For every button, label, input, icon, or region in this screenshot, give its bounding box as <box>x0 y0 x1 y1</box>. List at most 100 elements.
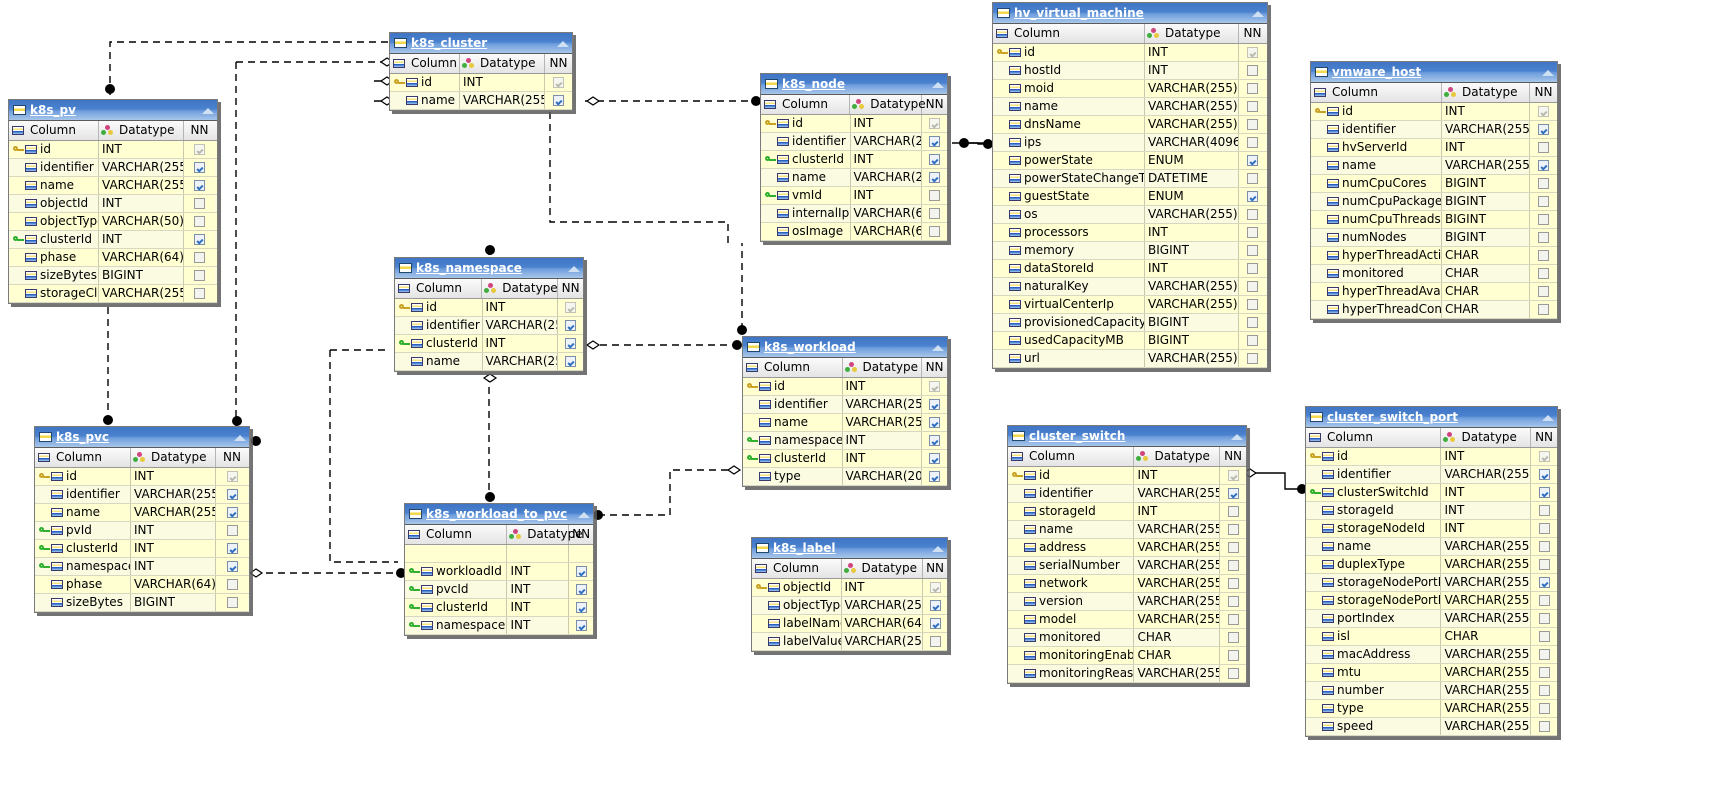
datatype-cell[interactable]: VARCHAR(255) <box>1145 98 1239 115</box>
nn-checkbox[interactable] <box>194 180 205 191</box>
nn-checkbox[interactable] <box>929 399 941 410</box>
column-name-cell[interactable]: portIndex <box>1306 610 1442 627</box>
nn-cell[interactable] <box>1531 484 1557 501</box>
nn-checkbox[interactable] <box>929 453 941 464</box>
datatype-cell[interactable]: CHAR <box>1442 283 1530 300</box>
column-name-cell[interactable]: hyperThreadActive <box>1311 247 1442 264</box>
nn-cell[interactable] <box>1530 175 1557 192</box>
nn-checkbox[interactable] <box>1247 65 1258 76</box>
nn-checkbox[interactable] <box>194 234 205 245</box>
nn-cell[interactable] <box>1530 139 1557 156</box>
nn-checkbox[interactable] <box>1227 470 1239 481</box>
nn-checkbox[interactable] <box>929 618 941 629</box>
nn-checkbox[interactable] <box>553 95 564 106</box>
nn-checkbox[interactable] <box>1227 560 1239 571</box>
datatype-cell[interactable]: ENUM <box>1145 152 1239 169</box>
column-name-cell[interactable]: pvcId <box>405 581 508 598</box>
nn-cell[interactable] <box>1239 188 1266 205</box>
table-row[interactable]: provisionedCapacityMBBIGINT <box>993 314 1267 332</box>
nn-cell[interactable] <box>922 133 947 150</box>
nn-checkbox[interactable] <box>929 154 941 165</box>
column-name-cell[interactable]: identifier <box>9 159 99 176</box>
nn-cell[interactable] <box>216 522 248 539</box>
nn-checkbox[interactable] <box>1227 542 1239 553</box>
nn-checkbox[interactable] <box>1247 137 1258 148</box>
datatype-cell[interactable]: INT <box>843 432 923 449</box>
table-title-vmware_host[interactable]: vmware_host <box>1311 62 1557 83</box>
datatype-cell[interactable]: INT <box>460 74 545 91</box>
nn-checkbox[interactable] <box>226 597 238 608</box>
nn-cell[interactable] <box>184 177 215 194</box>
nn-cell[interactable] <box>922 169 947 186</box>
nn-cell[interactable] <box>216 468 248 485</box>
datatype-cell[interactable]: VARCHAR(255) <box>99 285 184 302</box>
nn-cell[interactable] <box>1531 628 1557 645</box>
nn-checkbox[interactable] <box>1538 685 1550 696</box>
column-name-cell[interactable]: clusterId <box>9 231 99 248</box>
datatype-cell[interactable]: VARCHAR(255) <box>131 504 216 521</box>
nn-cell[interactable] <box>184 213 215 230</box>
datatype-cell[interactable]: CHAR <box>1442 301 1530 318</box>
column-name-cell[interactable]: version <box>1008 593 1135 610</box>
column-name-cell[interactable]: namespaceId <box>743 432 843 449</box>
datatype-cell[interactable]: INT <box>1442 139 1530 156</box>
datatype-cell[interactable]: INT <box>851 187 923 204</box>
column-name-cell[interactable]: monitoringReason <box>1008 665 1135 682</box>
datatype-cell[interactable]: VARCHAR(255) <box>1145 350 1239 367</box>
column-name-cell[interactable]: clusterSwitchId <box>1306 484 1442 501</box>
column-name-cell[interactable]: objectId <box>752 579 842 596</box>
column-name-cell[interactable]: guestState <box>993 188 1145 205</box>
nn-checkbox[interactable] <box>565 302 577 313</box>
nn-cell[interactable] <box>1239 152 1266 169</box>
column-name-cell[interactable]: number <box>1306 682 1442 699</box>
nn-checkbox[interactable] <box>226 471 238 482</box>
column-name-cell[interactable]: namespaceId <box>35 558 131 575</box>
datatype-cell[interactable]: INT <box>131 522 216 539</box>
nn-checkbox[interactable] <box>194 216 205 227</box>
column-name-cell[interactable]: memory <box>993 242 1145 259</box>
datatype-cell[interactable]: VARCHAR(255) <box>1134 557 1221 574</box>
nn-cell[interactable] <box>922 450 947 467</box>
collapse-icon[interactable] <box>201 104 215 116</box>
collapse-icon[interactable] <box>567 262 581 274</box>
nn-cell[interactable] <box>1220 557 1246 574</box>
table-title-k8s_namespace[interactable]: k8s_namespace <box>395 258 583 279</box>
nn-cell[interactable] <box>1220 575 1246 592</box>
table-title-cluster_switch_port[interactable]: cluster_switch_port <box>1306 407 1557 428</box>
datatype-cell[interactable]: VARCHAR(255) <box>483 353 559 370</box>
datatype-cell[interactable]: INT <box>507 563 570 580</box>
nn-checkbox[interactable] <box>1247 119 1258 130</box>
datatype-cell[interactable]: INT <box>1134 503 1221 520</box>
nn-cell[interactable] <box>1531 466 1557 483</box>
nn-checkbox[interactable] <box>929 600 941 611</box>
datatype-cell[interactable]: VARCHAR(255) <box>1145 206 1239 223</box>
column-name-cell[interactable]: serialNumber <box>1008 557 1135 574</box>
nn-checkbox[interactable] <box>1538 577 1550 588</box>
nn-checkbox[interactable] <box>1538 304 1549 315</box>
datatype-cell[interactable]: CHAR <box>1442 265 1530 282</box>
nn-checkbox[interactable] <box>929 172 941 183</box>
table-row[interactable]: objectTypeVARCHAR(255) <box>752 597 948 615</box>
column-name-cell[interactable]: clusterId <box>761 151 851 168</box>
nn-cell[interactable] <box>1220 539 1246 556</box>
column-name-cell[interactable]: internalIp <box>761 205 851 222</box>
nn-cell[interactable] <box>1220 593 1246 610</box>
nn-checkbox[interactable] <box>1227 506 1239 517</box>
datatype-cell[interactable]: INT <box>99 141 184 158</box>
